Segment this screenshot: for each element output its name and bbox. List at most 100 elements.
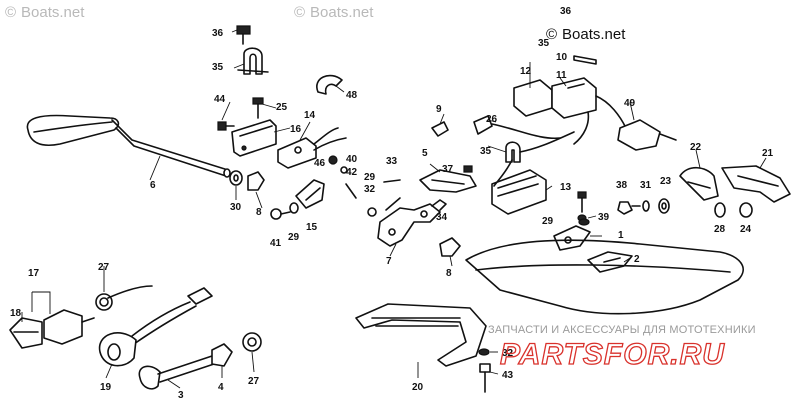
callout-34: 34 — [436, 212, 448, 223]
part-27-grommet-upper — [95, 285, 153, 311]
callout-29-mid: 29 — [288, 232, 300, 243]
callout-8-center: 8 — [446, 268, 452, 279]
part-34-spring — [431, 199, 447, 211]
part-48-clip — [316, 74, 343, 95]
callout-40: 40 — [346, 154, 358, 165]
callout-14: 14 — [304, 110, 316, 121]
part-7-throttle-link — [377, 197, 441, 247]
callout-35-right: 35 — [538, 38, 550, 49]
part-14-stop-switch — [277, 127, 347, 169]
callout-28: 28 — [714, 224, 726, 235]
wiring-harness-center — [491, 123, 575, 187]
callout-48: 48 — [346, 90, 358, 101]
part-33-pin — [383, 179, 401, 183]
callout-9: 9 — [436, 104, 442, 115]
part-5-bracket — [419, 169, 477, 193]
callout-33: 33 — [386, 156, 398, 167]
part-2-link — [587, 251, 633, 273]
part-tiller-handle — [26, 114, 231, 178]
watermark-copyright-symbol: © — [546, 26, 557, 43]
callout-31: 31 — [640, 180, 652, 191]
callout-2: 2 — [634, 254, 640, 265]
callout-16: 16 — [290, 124, 302, 135]
part-9-clip — [431, 121, 449, 137]
callout-36-right: 36 — [560, 6, 572, 17]
callout-8-left: 8 — [256, 207, 262, 218]
callout-18: 18 — [10, 308, 22, 319]
part-8-collar-center — [439, 237, 461, 257]
callout-3: 3 — [178, 390, 184, 401]
callout-29-right: 29 — [542, 216, 554, 227]
part-41-bolt — [270, 208, 291, 220]
part-13-coil — [491, 169, 547, 215]
callout-35-center: 35 — [480, 146, 492, 157]
callout-11: 11 — [556, 70, 567, 81]
part-15-lever — [295, 179, 325, 209]
watermark-copyright-symbol: © — [5, 4, 16, 21]
callout-30: 30 — [230, 202, 242, 213]
callout-26: 26 — [486, 114, 498, 125]
callout-35: 35 — [212, 62, 224, 73]
callout-4: 4 — [218, 382, 224, 393]
part-39-washer — [578, 218, 590, 226]
watermark-text: Boats.net — [562, 26, 626, 43]
part-31-washer — [642, 200, 650, 212]
part-25-screw — [252, 97, 264, 119]
callout-7: 7 — [386, 256, 392, 267]
part-32-cotter — [367, 207, 377, 217]
part-10-bracket — [573, 55, 597, 65]
callout-1: 1 — [618, 230, 624, 241]
callout-15: 15 — [306, 222, 318, 233]
part-1-lever — [553, 225, 591, 251]
callout-43: 43 — [502, 370, 514, 381]
part-18-connector — [9, 317, 43, 349]
part-30-washer — [229, 170, 243, 186]
part-21-handle — [721, 165, 791, 203]
part-37-screw — [463, 165, 473, 173]
part-8-collar-left — [247, 171, 265, 191]
callout-19: 19 — [100, 382, 112, 393]
part-28-washer — [714, 202, 726, 218]
part-20-carry-handle — [355, 303, 487, 367]
part-29-washer-mid — [289, 202, 299, 214]
callout-25: 25 — [276, 102, 288, 113]
callout-32-bottom: 32 — [502, 348, 514, 359]
callout-labels: 36 35 48 44 25 16 14 46 40 42 6 30 8 41 … — [10, 6, 774, 401]
watermark-top-left: © Boats.net — [5, 4, 85, 21]
part-16-bracket — [231, 119, 277, 157]
callout-6: 6 — [150, 180, 156, 191]
part-11-12-cdi-unit — [513, 77, 627, 145]
callout-39: 39 — [598, 212, 610, 223]
part-26-terminal — [473, 115, 493, 135]
part-3-choke-rod — [138, 355, 215, 390]
partsfor-branding: ЗАПЧАСТИ И АКСЕССУАРЫ ДЛЯ МОТОТЕХНИКИ PA… — [488, 324, 756, 372]
callout-36: 36 — [212, 28, 224, 39]
part-23-washer — [658, 198, 670, 214]
part-44-bolt — [217, 121, 235, 131]
callout-44: 44 — [214, 94, 226, 105]
part-46-knob — [328, 155, 338, 165]
watermark-copyright-symbol: © — [294, 4, 305, 21]
callout-5: 5 — [422, 148, 428, 159]
watermark-text: Boats.net — [310, 4, 374, 21]
callout-22: 22 — [690, 142, 702, 153]
part-17-switch-body — [43, 309, 95, 345]
watermark-top-center: © Boats.net — [294, 4, 374, 21]
part-27-grommet-lower — [242, 332, 262, 352]
callout-13: 13 — [560, 182, 572, 193]
part-36-screw-right — [577, 191, 587, 213]
callout-21: 21 — [762, 148, 774, 159]
part-38-bolt — [617, 201, 641, 215]
lower-housing — [465, 239, 744, 315]
branding-logo-text: PARTSFOR.RU — [500, 338, 725, 371]
callout-42: 42 — [346, 167, 358, 178]
callout-38: 38 — [616, 180, 628, 191]
callout-29-cluster: 29 — [364, 172, 376, 183]
callout-27-upper: 27 — [98, 262, 110, 273]
part-32-washer-bottom — [478, 348, 490, 356]
watermark-top-right: © Boats.net — [546, 26, 626, 43]
branding-tagline: ЗАПЧАСТИ И АКСЕССУАРЫ ДЛЯ МОТОТЕХНИКИ — [488, 324, 756, 336]
part-35-clamp — [237, 47, 269, 75]
part-49-connector — [617, 119, 677, 151]
